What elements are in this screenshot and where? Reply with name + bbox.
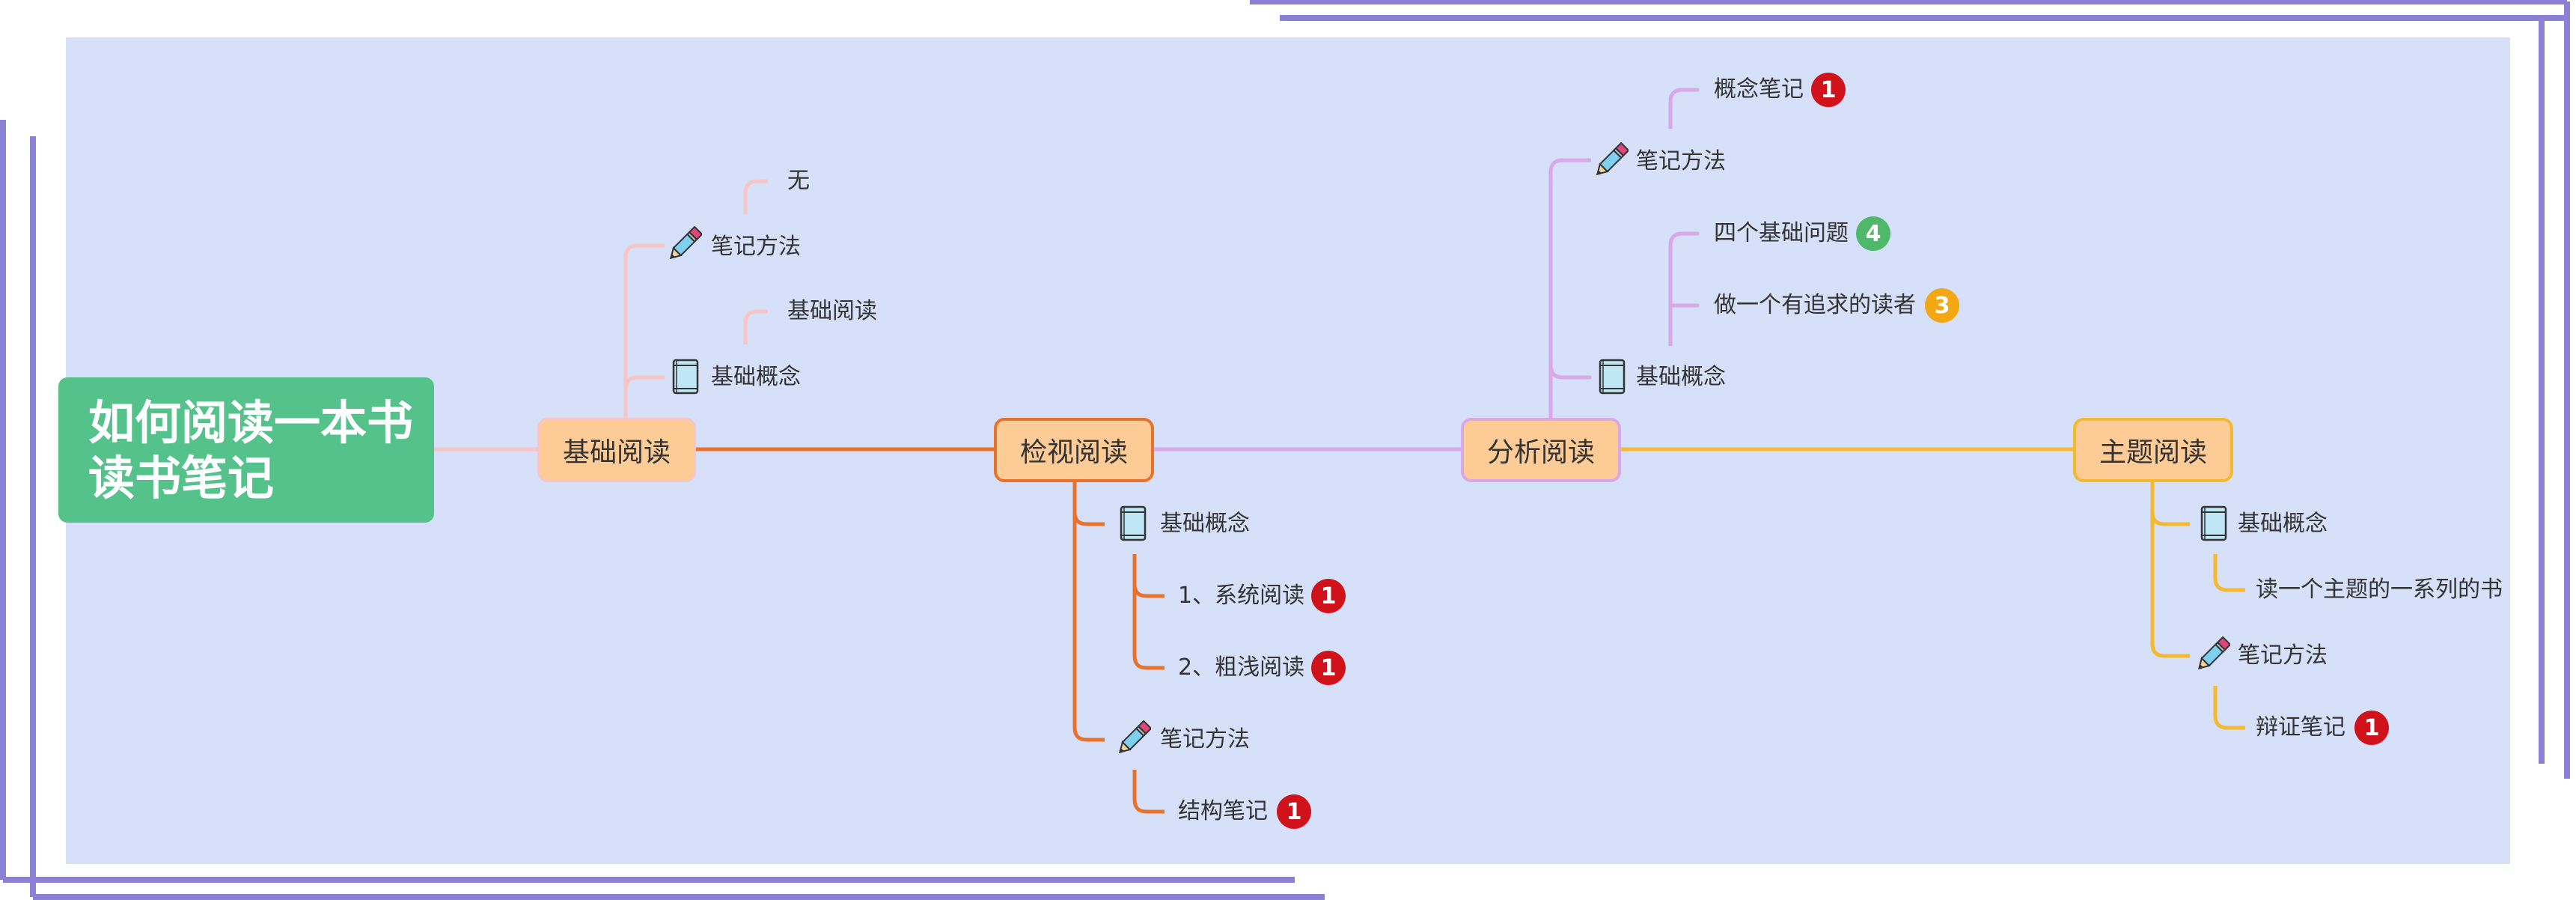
- analysis-concept-child-2-badge: 3: [1925, 288, 1959, 323]
- analysis-concept-child-1[interactable]: 四个基础问题: [1714, 220, 1849, 246]
- basic-concept-child[interactable]: 基础阅读: [787, 298, 877, 324]
- book-icon: [1599, 359, 1626, 395]
- connector-topic-concept-child: [2213, 554, 2245, 592]
- pencil-icon: [1596, 142, 1629, 176]
- topic-note-child-1-badge: 1: [2354, 711, 2389, 745]
- book-icon: [1120, 505, 1147, 541]
- connector-inspect-concept-children: [1132, 554, 1165, 670]
- book-icon: [2200, 505, 2227, 541]
- connector-basic-trunk: [623, 243, 665, 419]
- branch-label-topic: 主题阅读: [2099, 437, 2207, 468]
- inspect-note-child-1-badge: 1: [1277, 794, 1311, 829]
- branch-node-analysis[interactable]: 分析阅读: [1461, 418, 1621, 482]
- analysis-note-child-1[interactable]: 概念笔记: [1714, 76, 1804, 103]
- connector-analysis-trunk: [1548, 158, 1591, 419]
- connector-analysis-concept-children: [1668, 231, 1699, 346]
- analysis-note-child-1-badge: 1: [1811, 73, 1846, 107]
- basic-concept[interactable]: 基础概念: [711, 364, 801, 390]
- branch-node-topic[interactable]: 主题阅读: [2073, 418, 2233, 482]
- inspect-concept[interactable]: 基础概念: [1160, 511, 1250, 537]
- book-icon: [672, 359, 699, 395]
- connector-analysis-concept: [1548, 365, 1591, 380]
- connector-topic-trunk: [2150, 481, 2190, 658]
- connector-topic-note-child: [2213, 686, 2245, 730]
- inspect-concept-child-2[interactable]: 2、粗浅阅读: [1178, 654, 1305, 681]
- connector-inspect-concept: [1072, 511, 1105, 526]
- topic-note-child-1[interactable]: 辩证笔记: [2256, 714, 2345, 741]
- connector-inspect-child-1: [1132, 583, 1165, 598]
- pencil-icon: [2197, 636, 2230, 670]
- inspect-note-child-1[interactable]: 结构笔记: [1178, 798, 1268, 824]
- topic-branch-connectors: [2150, 481, 2245, 730]
- inspect-concept-child-1-badge: 1: [1311, 579, 1346, 613]
- connector-inspect-note-child: [1132, 770, 1165, 814]
- branch-label-basic: 基础阅读: [562, 437, 671, 468]
- analysis-branch-connectors: [1548, 88, 1699, 419]
- connector-inspect-trunk: [1072, 481, 1105, 742]
- inspect-note-method[interactable]: 笔记方法: [1160, 726, 1250, 752]
- main-title-line2: 读书笔记: [88, 451, 275, 505]
- basic-note-method[interactable]: 笔记方法: [711, 234, 801, 260]
- branch-label-inspect: 检视阅读: [1019, 437, 1128, 468]
- topic-note-method[interactable]: 笔记方法: [2238, 642, 2328, 669]
- inspect-branch-connectors: [1072, 481, 1165, 814]
- analysis-note-method[interactable]: 笔记方法: [1636, 148, 1726, 174]
- analysis-concept[interactable]: 基础概念: [1636, 364, 1726, 390]
- basic-note-method-child[interactable]: 无: [787, 168, 810, 194]
- pencil-icon: [669, 226, 702, 260]
- topic-concept-child-1[interactable]: 读一个主题的一系列的书: [2256, 577, 2503, 603]
- connector-basic-note-child: [743, 179, 768, 214]
- inspect-concept-child-2-badge: 1: [1311, 651, 1346, 685]
- branch-node-inspect[interactable]: 检视阅读: [994, 418, 1154, 482]
- connector-analysis-note-child: [1668, 88, 1699, 129]
- inspect-concept-child-1[interactable]: 1、系统阅读: [1178, 583, 1305, 609]
- analysis-concept-child-2[interactable]: 做一个有追求的读者: [1714, 292, 1916, 318]
- branch-node-basic[interactable]: 基础阅读: [537, 418, 696, 482]
- pencil-icon: [1118, 720, 1151, 754]
- analysis-concept-child-1-badge: 4: [1856, 216, 1890, 251]
- connector-topic-concept: [2150, 511, 2190, 526]
- basic-branch-connectors: [623, 179, 768, 419]
- connector-basic-concept-child: [743, 309, 768, 344]
- connector-basic-concept: [623, 375, 665, 390]
- main-title-line1: 如何阅读一本书: [88, 395, 414, 450]
- main-title: 如何阅读一本书 读书笔记: [58, 377, 434, 523]
- branch-label-analysis: 分析阅读: [1486, 437, 1595, 468]
- topic-concept[interactable]: 基础概念: [2238, 511, 2328, 537]
